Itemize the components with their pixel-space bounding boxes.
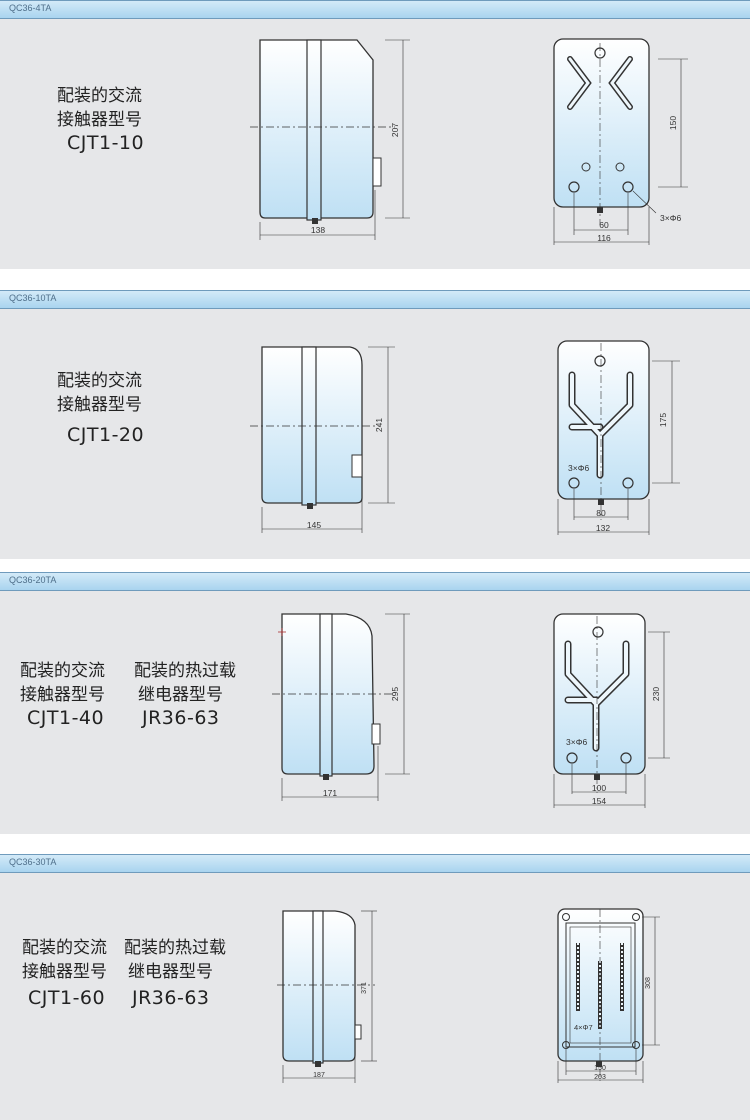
width-dimension: 145 xyxy=(307,520,321,530)
section-title: QC36-4TA xyxy=(9,3,52,13)
section-title: QC36-20TA xyxy=(9,575,57,585)
relay-model: JR36-63 xyxy=(132,987,210,1009)
relay-spec-heading: 配装的热过载 继电器型号 xyxy=(134,661,236,705)
hole-spec-label: 3×Φ6 xyxy=(660,213,681,223)
contactor-spec-heading: 配装的交流 接触器型号 xyxy=(57,86,142,130)
hole-spec-label: 3×Φ6 xyxy=(566,737,587,747)
contactor-spec-heading: 配装的交流 接触器型号 xyxy=(20,661,105,705)
width-dimension: 187 xyxy=(313,1072,325,1079)
section-title: QC36-10TA xyxy=(9,293,57,303)
hole-spec-label: 4×Φ7 xyxy=(574,1023,593,1032)
mount-height-dimension: 230 xyxy=(651,687,661,701)
front-view-drawing: 175 3×Φ6 80 132 xyxy=(557,340,680,535)
mount-height-dimension: 175 xyxy=(658,413,668,427)
mount-width-dimension: 60 xyxy=(599,220,609,230)
height-dimension: 241 xyxy=(374,418,384,432)
height-dimension: 207 xyxy=(390,123,400,137)
front-view-drawing: 308 4×Φ7 150 203 xyxy=(557,908,660,1083)
base-width-dimension: 116 xyxy=(597,233,611,243)
section-header-band: QC36-30TA xyxy=(0,854,750,873)
contactor-model: CJT1-60 xyxy=(28,987,106,1009)
height-dimension: 295 xyxy=(390,687,400,701)
base-width-dimension: 203 xyxy=(594,1074,606,1081)
contactor-spec-heading: 配装的交流 接触器型号 xyxy=(22,938,107,982)
relay-spec-heading: 配装的热过载 继电器型号 xyxy=(124,938,226,982)
side-view-drawing: 138 207 xyxy=(250,39,410,240)
contactor-model: CJT1-20 xyxy=(67,424,145,446)
contactor-spec-heading: 配装的交流 接触器型号 xyxy=(57,371,142,415)
mount-width-dimension: 100 xyxy=(592,783,606,793)
hole-spec-label: 3×Φ6 xyxy=(568,463,589,473)
contactor-model: CJT1-40 xyxy=(27,707,105,729)
mount-width-dimension: 80 xyxy=(596,508,606,518)
base-width-dimension: 154 xyxy=(592,796,606,806)
front-view-drawing: 230 3×Φ6 100 154 xyxy=(553,613,670,808)
height-dimension: 371 xyxy=(361,982,368,994)
front-view-drawing: 150 60 116 3×Φ6 xyxy=(553,38,688,245)
mount-height-dimension: 150 xyxy=(668,116,678,130)
side-view-drawing: 145 241 xyxy=(250,346,395,533)
mount-height-dimension: 308 xyxy=(645,977,652,989)
section-header-band: QC36-10TA xyxy=(0,290,750,309)
width-dimension: 171 xyxy=(323,788,337,798)
section-header-band: QC36-20TA xyxy=(0,572,750,591)
side-view-drawing: 187 371 xyxy=(277,910,377,1083)
section-header-band: QC36-4TA xyxy=(0,0,750,19)
side-view-drawing: 171 295 xyxy=(272,613,410,801)
contactor-model: CJT1-10 xyxy=(67,132,145,154)
mount-width-dimension: 150 xyxy=(594,1065,606,1072)
section-title: QC36-30TA xyxy=(9,857,57,867)
width-dimension: 138 xyxy=(311,225,325,235)
relay-model: JR36-63 xyxy=(142,707,220,729)
base-width-dimension: 132 xyxy=(596,523,610,533)
